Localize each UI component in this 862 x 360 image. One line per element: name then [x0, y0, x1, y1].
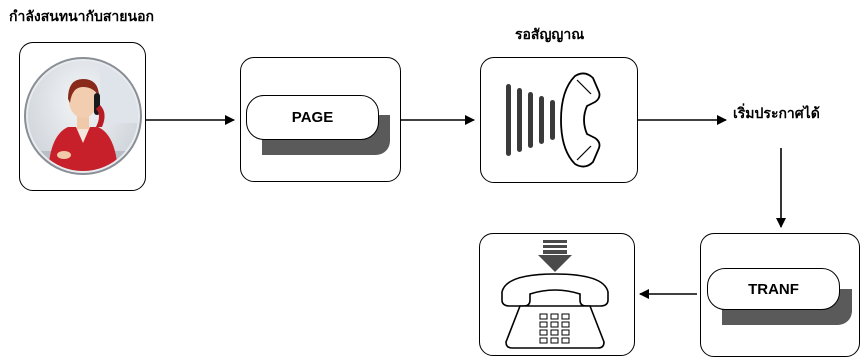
page-button[interactable]: PAGE: [246, 95, 379, 140]
operator-photo-box: [19, 42, 146, 191]
label-outside-call: กำลังสนทนากับสายนอก: [9, 9, 154, 25]
label-can-announce: เริ่มประกาศได้: [733, 106, 820, 122]
down-arrow-icon: [538, 240, 572, 272]
signal-box: [480, 57, 638, 183]
desk-phone-box: [479, 233, 635, 356]
desk-phone-icon: [501, 240, 609, 349]
label-wait-signal: รอสัญญาณ: [515, 27, 585, 43]
tranf-button[interactable]: TRANF: [707, 268, 840, 310]
operator-photo: [24, 57, 142, 175]
handset-signal-icon: [506, 72, 601, 168]
